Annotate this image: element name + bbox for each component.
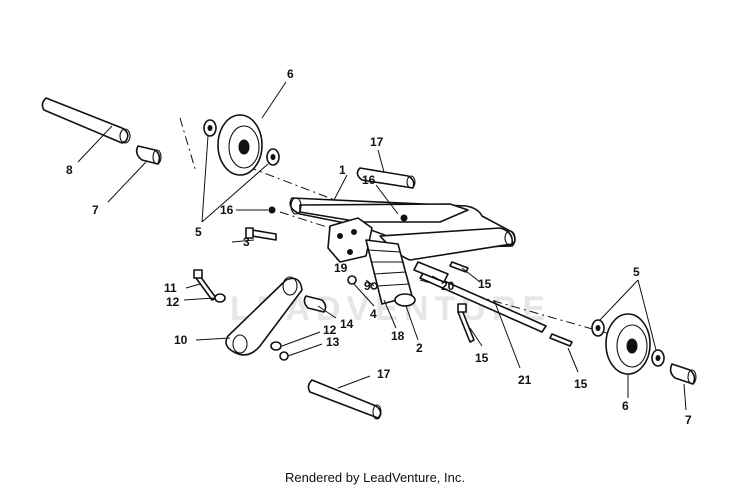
part-5-washer-upper-b bbox=[266, 148, 280, 166]
part-6-idler-wheel-upper bbox=[217, 114, 263, 176]
part-16-nut-right bbox=[400, 214, 408, 222]
part-10-link-arm bbox=[225, 276, 303, 356]
part-15-bolt-lower bbox=[549, 333, 573, 347]
part-5-washer-lower-b bbox=[651, 349, 665, 367]
callout-1: 1 bbox=[339, 163, 346, 177]
callouts: 6 8 7 5 16 3 1 17 16 19 9 4 18 2 20 15 1… bbox=[66, 67, 692, 427]
callout-14: 14 bbox=[340, 317, 354, 331]
part-2-shock-spring bbox=[365, 239, 416, 307]
part-3-bolt bbox=[245, 227, 277, 241]
part-4-nut bbox=[347, 275, 357, 285]
callout-11: 11 bbox=[164, 281, 177, 295]
callout-10: 10 bbox=[174, 333, 188, 347]
callout-19: 19 bbox=[334, 261, 348, 275]
callout-7-lower: 7 bbox=[685, 413, 692, 427]
part-13-nut bbox=[279, 351, 289, 361]
callout-12-lower: 12 bbox=[323, 323, 337, 337]
part-19-bracket bbox=[327, 217, 373, 263]
part-7-spacer-lower bbox=[669, 363, 697, 385]
callout-12-upper: 12 bbox=[166, 295, 180, 309]
part-17-tube-lower bbox=[307, 379, 382, 420]
part-17-tube-upper bbox=[356, 167, 416, 189]
callout-16-right: 16 bbox=[362, 173, 376, 187]
callout-21: 21 bbox=[518, 373, 532, 387]
callout-7-upper: 7 bbox=[92, 203, 99, 217]
callout-15-upper: 15 bbox=[478, 277, 492, 291]
part-7-spacer bbox=[135, 145, 162, 165]
callout-15-middle: 15 bbox=[475, 351, 489, 365]
callout-6-lower: 6 bbox=[622, 399, 629, 413]
callout-17-lower: 17 bbox=[377, 367, 391, 381]
part-16-nut-left bbox=[268, 206, 276, 214]
part-1-suspension-arm bbox=[289, 197, 516, 261]
part-5-washer-upper-a bbox=[203, 119, 217, 137]
part-15-bolt-middle bbox=[457, 303, 475, 343]
callout-5-lower: 5 bbox=[633, 265, 640, 279]
callout-17-upper: 17 bbox=[370, 135, 384, 149]
callout-8: 8 bbox=[66, 163, 73, 177]
callout-6-upper: 6 bbox=[287, 67, 294, 81]
part-6-idler-wheel-lower bbox=[605, 313, 651, 375]
part-12-washer-upper bbox=[214, 293, 226, 303]
part-8-shaft bbox=[41, 97, 131, 144]
footer-credit: Rendered by LeadVenture, Inc. bbox=[285, 470, 465, 485]
callout-2: 2 bbox=[416, 341, 423, 355]
part-11-bolt bbox=[193, 269, 217, 301]
callout-5-upper: 5 bbox=[195, 225, 202, 239]
callout-9: 9 bbox=[364, 279, 371, 293]
callout-20: 20 bbox=[441, 279, 455, 293]
callout-13: 13 bbox=[326, 335, 340, 349]
leader-lines bbox=[77, 81, 687, 411]
callout-18: 18 bbox=[391, 329, 405, 343]
part-21-rod bbox=[419, 271, 547, 333]
callout-16-left: 16 bbox=[220, 203, 234, 217]
part-12-washer-lower bbox=[270, 341, 282, 351]
callout-4: 4 bbox=[370, 307, 377, 321]
part-5-washer-lower-a bbox=[591, 319, 605, 337]
callout-3: 3 bbox=[243, 235, 250, 249]
callout-15-lower: 15 bbox=[574, 377, 588, 391]
